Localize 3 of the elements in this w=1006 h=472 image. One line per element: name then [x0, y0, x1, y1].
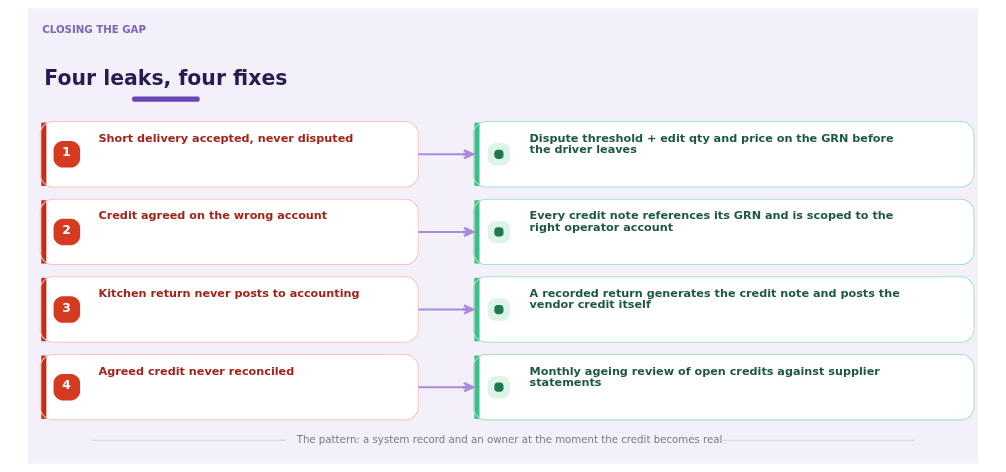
label: CLOSING THE GAP [42, 23, 146, 35]
diagram-title: Four leaks, four fixes [44, 66, 288, 91]
caption: The pattern: a system record and an owner at the moment the credit becomes real [296, 433, 723, 445]
